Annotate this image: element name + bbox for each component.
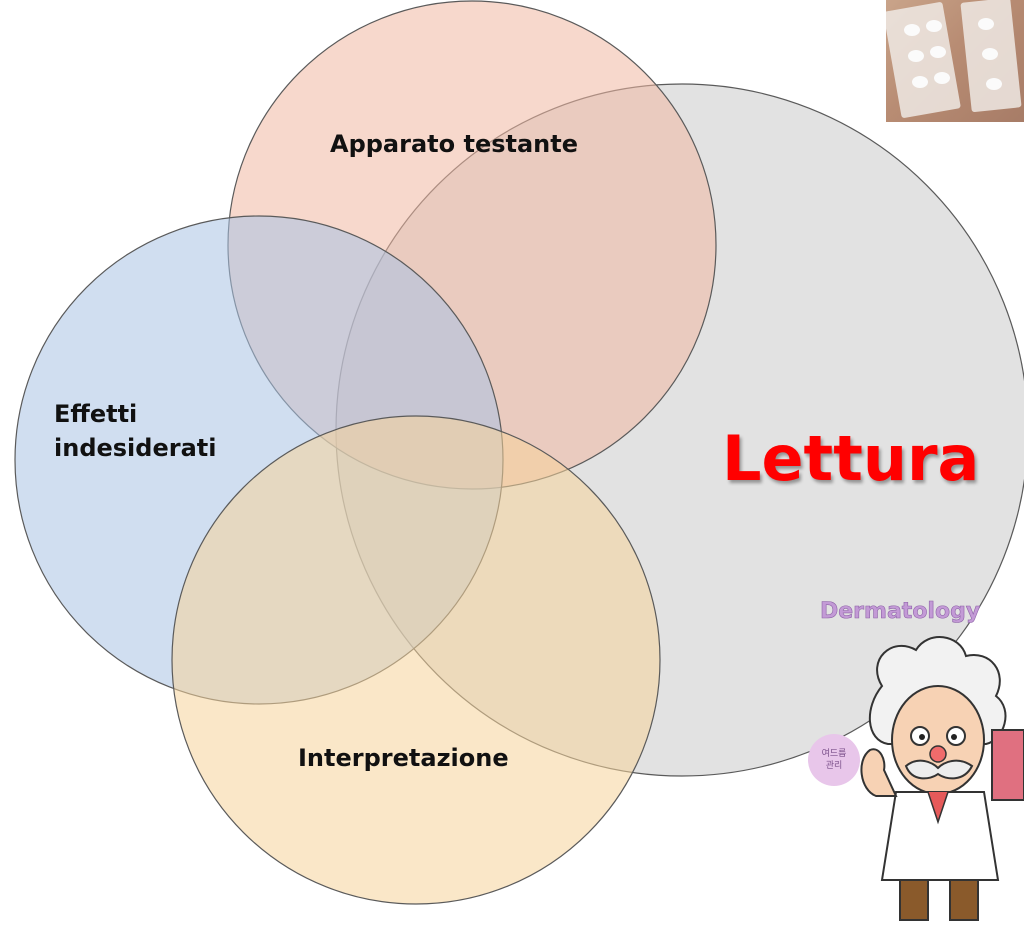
svg-text:관리: 관리 xyxy=(826,760,843,771)
label-lettura: Lettura xyxy=(722,422,980,495)
label-effetti-indesiderati: Effetti indesiderati xyxy=(54,400,217,462)
svg-text:여드름: 여드름 xyxy=(822,747,847,759)
circle-interpretazione xyxy=(171,415,661,905)
svg-text:Dermatology: Dermatology xyxy=(820,599,980,624)
patch-test-strip-photo xyxy=(886,0,1024,122)
dermatology-professor-cartoon: Dermatology 여드름 관리 xyxy=(800,590,1024,927)
label-apparato-testante: Apparato testante xyxy=(330,130,579,158)
label-interpretazione: Interpretazione xyxy=(298,744,509,772)
professor-icon: Dermatology 여드름 관리 xyxy=(808,599,1024,921)
